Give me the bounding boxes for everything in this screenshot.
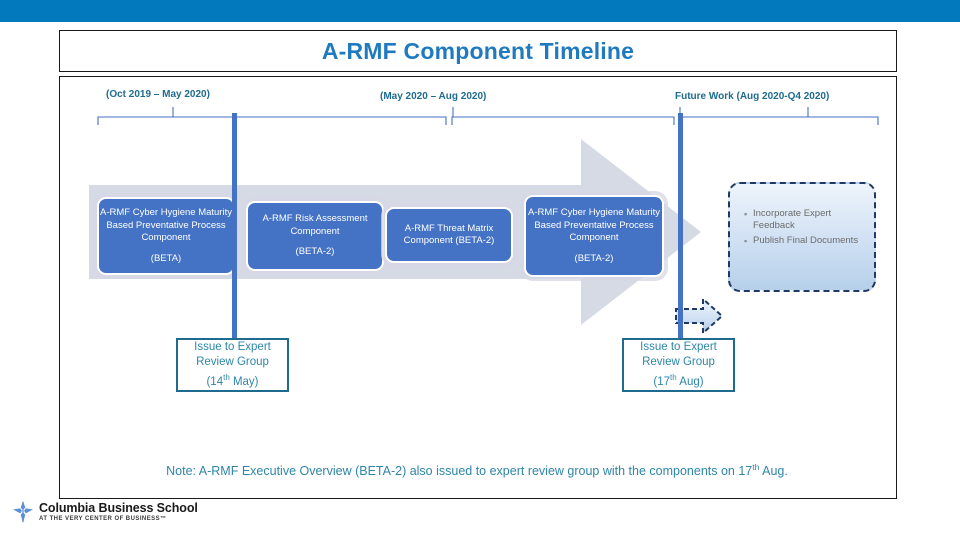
component-status: (BETA-2) [295,246,335,258]
footnote-text: Note: A-RMF Executive Overview (BETA-2) … [166,462,788,479]
component-status: (BETA) [150,252,182,264]
milestone-line-1: Issue to Expert [640,341,717,354]
phase-label-1: (Oct 2019 – May 2020) [106,89,210,100]
milestone-line-2: Review Group [196,356,269,369]
component-box-cyber-hygiene-beta[interactable]: A-RMF Cyber Hygiene Maturity Based Preve… [97,197,235,275]
list-item: ▪ Publish Final Documents [744,235,864,247]
component-name: A-RMF Cyber Hygiene Maturity Based Preve… [528,207,660,243]
milestone-line-1: Issue to Expert [194,341,271,354]
milestone-box-aug[interactable]: Issue to Expert Review Group (17th Aug) [622,338,735,392]
bullet-icon: ▪ [744,236,748,246]
milestone-line-2: Review Group [642,356,715,369]
milestone-connector-line-2 [678,113,683,344]
bullet-icon: ▪ [744,209,748,219]
title-frame: A-RMF Component Timeline [59,30,897,72]
phase-label-2: (May 2020 – Aug 2020) [380,91,487,102]
phase-label-3: Future Work (Aug 2020-Q4 2020) [675,91,830,102]
timeline-content-frame: (Oct 2019 – May 2020) (May 2020 – Aug 20… [59,76,897,499]
milestone-date: (14th May) [206,373,259,388]
milestone-date: (17th Aug) [653,373,704,388]
component-box-threat-matrix[interactable]: A-RMF Threat Matrix Component (BETA-2) [385,207,513,263]
component-box-risk-assessment[interactable]: A-RMF Risk Assessment Component (BETA-2) [246,201,384,271]
page-title: A-RMF Component Timeline [321,37,635,64]
future-work-label: Incorporate Expert Feedback [753,208,832,231]
future-work-box[interactable]: ▪ Incorporate Expert Feedback ▪ Publish … [728,182,876,292]
component-status: (BETA-2) [574,252,614,264]
milestone-box-may[interactable]: Issue to Expert Review Group (14th May) [176,338,289,392]
logo-tagline-text: AT THE VERY CENTER OF BUSINESS™ [39,516,167,522]
future-work-label: Publish Final Documents [753,235,859,246]
component-name: A-RMF Risk Assessment Component [262,213,368,237]
columbia-business-school-logo: Columbia Business School AT THE VERY CEN… [12,500,198,524]
milestone-connector-line-1 [232,113,237,344]
phase-brackets [97,107,879,125]
component-box-cyber-hygiene-beta2[interactable]: A-RMF Cyber Hygiene Maturity Based Preve… [524,195,664,277]
top-banner-bar [0,0,960,22]
component-name: A-RMF Cyber Hygiene Maturity Based Preve… [100,207,232,243]
columbia-crown-icon [13,501,33,523]
logo-name-text: Columbia Business School [39,501,198,515]
list-item: ▪ Incorporate Expert Feedback [744,208,864,232]
component-name: A-RMF Threat Matrix Component (BETA-2) [403,222,495,247]
